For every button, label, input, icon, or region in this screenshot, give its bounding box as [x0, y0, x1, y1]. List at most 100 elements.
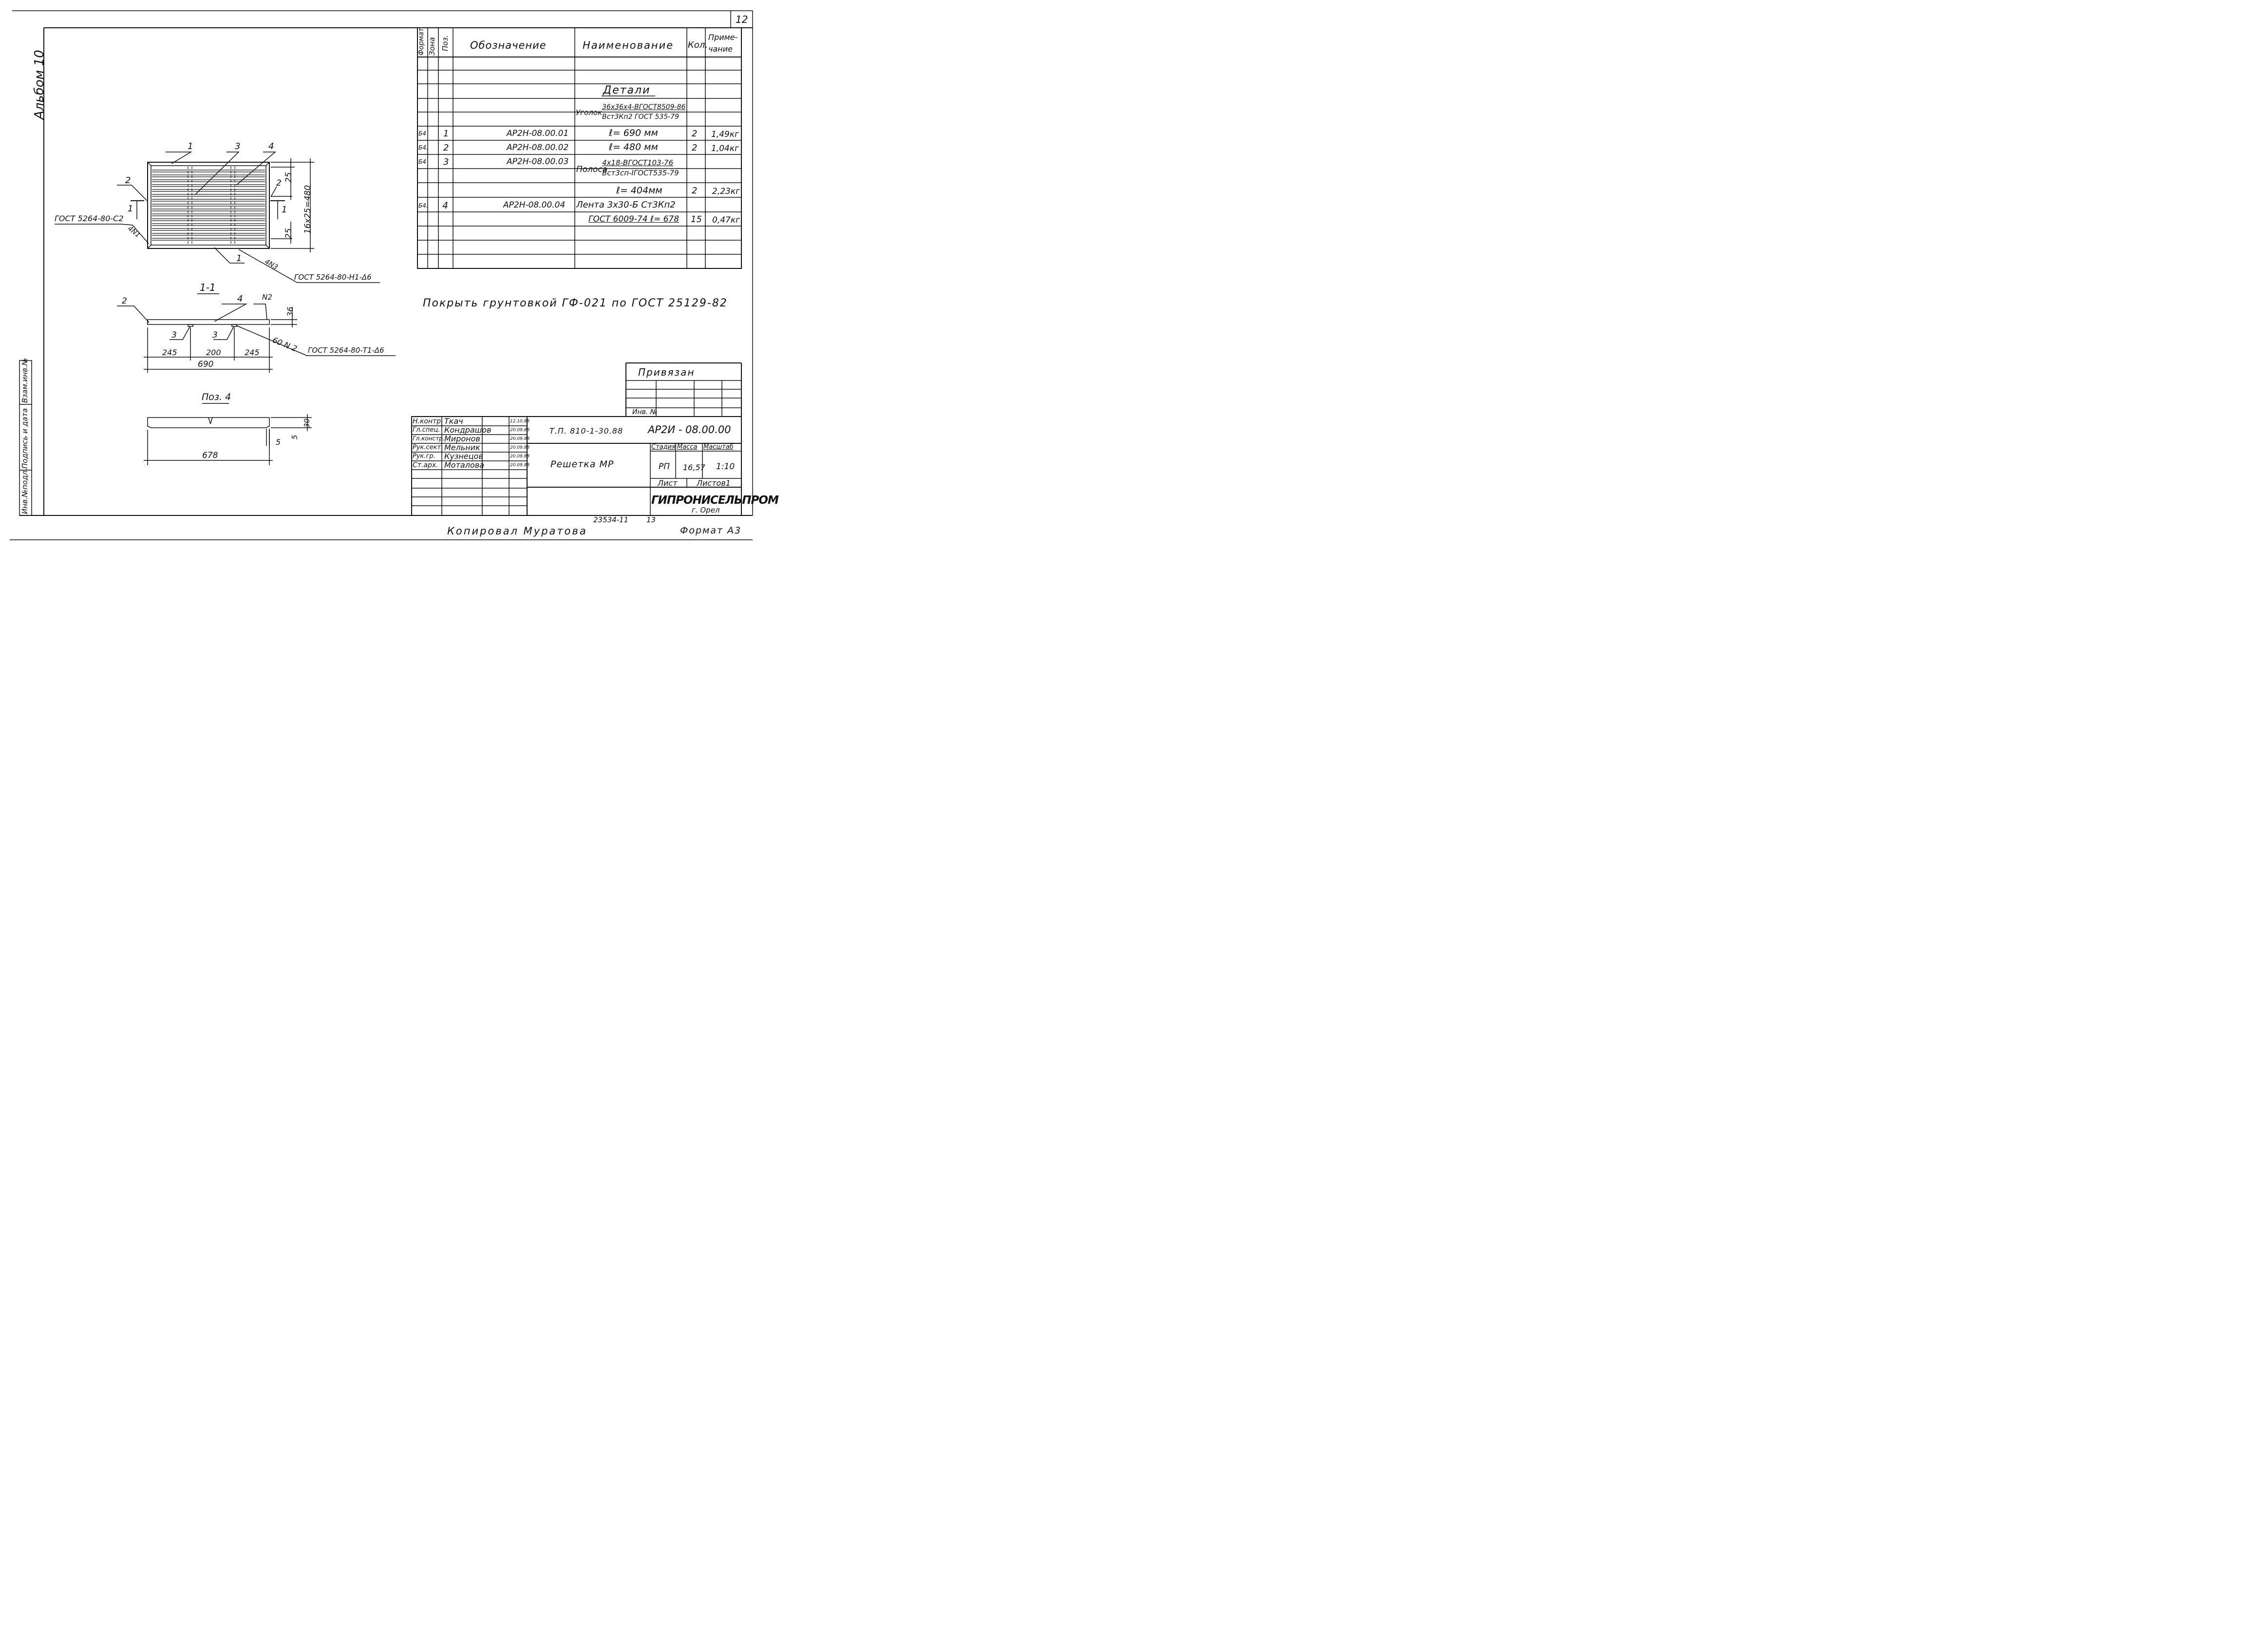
header-pos: Поз.: [441, 35, 450, 51]
header-note-l1: Приме-: [708, 33, 738, 42]
row-pos: 3: [443, 157, 449, 167]
row-name: Лента 3х30-Б Ст3Кп2: [576, 200, 676, 210]
mass-header: Масса: [677, 443, 698, 451]
dim-690: 690: [198, 360, 214, 369]
row-qty: 2: [692, 143, 698, 153]
sheets-header: Листов1: [697, 478, 731, 488]
row-format: Б4: [418, 130, 426, 137]
dim-25-bottom: 25: [284, 228, 294, 239]
weld-n2: N2: [262, 293, 272, 302]
row-note: 2,23кг: [712, 187, 740, 196]
row-pos: 4: [442, 200, 449, 211]
header-zone: Зона: [428, 37, 436, 56]
row-note: 1,04кг: [711, 144, 739, 153]
dim-245-left: 245: [162, 348, 177, 357]
role: Гл.констр.: [413, 435, 445, 442]
header-designation: Обозначение: [470, 39, 547, 51]
pos4-title: Поз. 4: [202, 392, 231, 402]
strip-spec-top: 4х18-ВГОСТ103-76: [602, 158, 674, 167]
dim-5-a: 5: [276, 437, 281, 447]
sign-date: 20.09.88: [510, 428, 530, 433]
role: Ст.арх.: [413, 461, 438, 469]
signer-name: Мельник: [444, 443, 480, 452]
angle-spec-bottom: Вст3Кп2 ГОСТ 535-79: [602, 113, 679, 121]
row-name: ℓ= 690 мм: [609, 128, 658, 138]
document-code: АР2И - 08.00.00: [648, 424, 731, 436]
signer-name: Кондрашов: [444, 425, 491, 435]
scale-header: Масштаб: [703, 443, 734, 451]
dim-25-top: 25: [284, 172, 294, 183]
album-label: Альбом 10: [32, 50, 47, 119]
sign-date: 20.09.88: [510, 445, 530, 450]
dim-245-right: 245: [245, 348, 260, 357]
item-name: Решетка МР: [550, 459, 614, 470]
scale-value: 1:10: [716, 462, 735, 472]
stage-value: РП: [659, 462, 670, 472]
strip-spec-bottom: Вст3сп-IГОСТ535-79: [602, 169, 679, 177]
inventory-code: 23534-11: [593, 515, 629, 524]
mass-value: 16,57: [683, 463, 705, 472]
role: Гл.спец.: [413, 426, 440, 434]
sheet-format: Формат А3: [680, 525, 742, 536]
signer-name: Ткач: [444, 417, 463, 426]
stamp-inv-podl: Инв.№подл.: [20, 468, 29, 514]
organization: ГИПРОНИСЕЛЬПРОМ: [651, 494, 779, 507]
privyazan-title: Привязан: [638, 366, 695, 378]
callout-pos1-top: 1: [188, 141, 193, 152]
role: Рук.сект.: [413, 444, 443, 451]
callout-pos3: 3: [235, 141, 241, 152]
dim-30: 30: [302, 418, 311, 428]
copied-by: Копировал Муратова: [447, 525, 587, 537]
callout-pos2-left: 2: [125, 175, 131, 186]
sign-date: 20.09.88: [510, 463, 530, 468]
callout-pos3-a: 3: [171, 330, 177, 340]
row-name: ℓ= 480 мм: [609, 142, 658, 152]
row-designation: АР2Н-08.00.04: [503, 200, 566, 210]
weld-standard: ГОСТ 5264-80-Т1-Δ6: [308, 346, 384, 355]
callout-pos1-bottom: 1: [236, 253, 242, 264]
sheet-header: Лист: [658, 478, 678, 488]
row-note: 1,49кг: [711, 130, 739, 139]
row-designation: АР2Н-08.00.03: [507, 157, 569, 167]
callout-pos2-right: 2: [276, 178, 282, 188]
signer-name: Моталова: [444, 460, 484, 470]
dim-678: 678: [202, 451, 218, 460]
drawing-sheet: 12 Альбом 10 Формат Зона Поз. Обозначени…: [0, 0, 779, 551]
dim-200: 200: [206, 348, 221, 357]
row-name: ГОСТ 6009-74 ℓ= 678: [588, 214, 680, 224]
strip-label: Полоса: [576, 165, 608, 174]
row-qty: 15: [691, 214, 702, 225]
row-format: Б4.: [418, 144, 428, 151]
signer-name: Кузнецов: [444, 452, 483, 461]
section-mark-right: 1: [282, 205, 287, 215]
stage-header: Стадия: [651, 443, 676, 451]
angle-spec-top: 36x36x4-ВГОСТ8509-86: [602, 103, 686, 111]
row-pos: 1: [443, 129, 449, 139]
signer-name: Миронов: [444, 434, 480, 443]
header-qty: Кол.: [688, 40, 708, 50]
callout-pos2: 2: [122, 296, 127, 306]
row-name: ℓ= 404мм: [616, 185, 662, 196]
row-qty: 2: [692, 186, 698, 196]
callout-pos4: 4: [237, 294, 243, 304]
row-designation: АР2Н-08.00.02: [507, 143, 569, 152]
row-format: Б4: [418, 158, 426, 165]
row-qty: 2: [692, 129, 698, 139]
dim-36: 36: [285, 306, 295, 317]
sign-date: 12.10.88: [510, 419, 530, 424]
row-note: 0,47кг: [712, 215, 740, 225]
sign-date: 20.09.88: [510, 454, 530, 459]
header-format: Формат: [417, 28, 425, 56]
privyazan-inv: Инв. №: [632, 408, 658, 416]
project-number: Т.П. 810-1-30.88: [549, 426, 624, 436]
header-name: Наименование: [583, 39, 674, 51]
row-pos: 2: [443, 143, 449, 153]
callout-pos4: 4: [268, 141, 274, 152]
section-title: Детали: [603, 84, 651, 96]
sheet-number: 12: [736, 14, 748, 25]
section-title: 1-1: [200, 282, 216, 293]
row-designation: АР2Н-08.00.01: [507, 129, 569, 138]
row-format: Б4.: [418, 202, 428, 209]
weld-standard-bottom: ГОСТ 5264-80-Н1-Δ6: [294, 273, 372, 282]
dim-5-b: 5: [290, 435, 299, 439]
